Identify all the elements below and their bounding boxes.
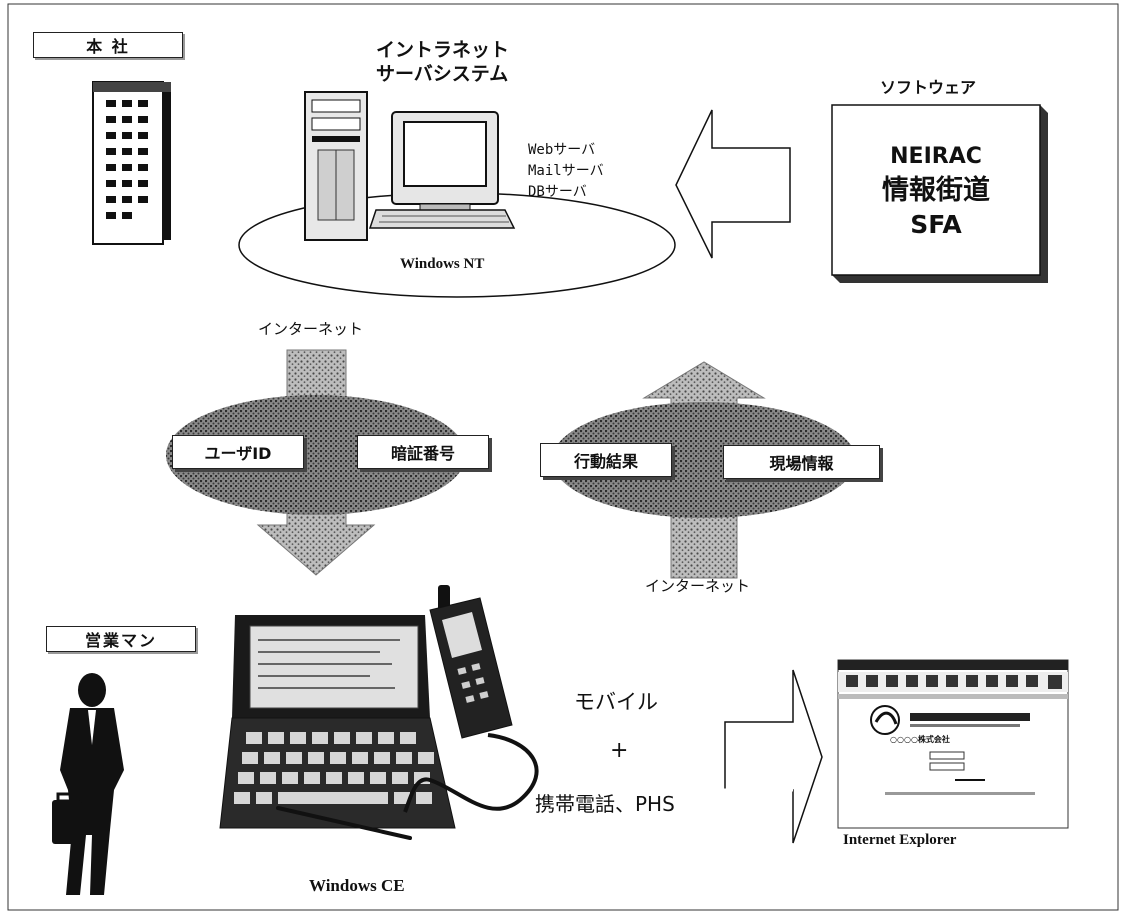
pin-tag: 暗証番号 <box>357 435 489 469</box>
server-tower-icon <box>304 91 368 241</box>
mobile-line2: 携帯電話、PHS <box>535 792 675 816</box>
server-role-db: DBサーバ <box>528 184 587 200</box>
building-icon <box>92 81 171 245</box>
plus-sign: + <box>610 738 629 763</box>
server-title-line2: サーバシステム <box>376 63 509 85</box>
sales-label-text: 営業マン <box>84 631 157 650</box>
hq-label-text: 本 社 <box>86 37 130 56</box>
pin-tag-text: 暗証番号 <box>390 444 455 463</box>
user-id-tag-text: ユーザID <box>204 444 272 463</box>
server-roles: Webサーバ Mailサーバ DBサーバ <box>528 140 604 203</box>
server-role-web: Webサーバ <box>528 142 596 158</box>
handheld-pc-icon <box>219 615 456 829</box>
down-flow-network-label: インターネット <box>258 320 364 338</box>
server-os-label: Windows NT <box>400 256 485 272</box>
stylus-icon <box>276 806 412 840</box>
user-id-tag: ユーザID <box>172 435 304 469</box>
down-flow-cloud <box>166 395 466 515</box>
outer-frame <box>7 3 1119 911</box>
browser-label: Internet Explorer <box>843 832 957 848</box>
hq-label: 本 社 <box>33 32 183 58</box>
server-role-mail: Mailサーバ <box>528 163 604 179</box>
browser-window <box>837 659 1069 829</box>
site-info-tag: 現場情報 <box>723 445 880 479</box>
mobile-line1: モバイル <box>574 690 658 714</box>
software-line1: NEIRAC <box>890 144 982 169</box>
browser-company-line: ○○○○株式会社 <box>890 735 950 744</box>
up-flow-network-label: インターネット <box>645 577 751 595</box>
monitor-icon <box>391 111 499 213</box>
action-result-tag: 行動結果 <box>540 443 672 477</box>
keyboard-icon <box>368 209 516 229</box>
server-title-line1: イントラネット <box>376 39 510 61</box>
software-box-text: NEIRAC 情報街道 SFA <box>832 140 1040 242</box>
site-info-tag-text: 現場情報 <box>769 454 834 473</box>
connection-cable <box>403 733 539 813</box>
device-os-label: Windows CE <box>309 876 405 895</box>
sales-label: 営業マン <box>46 626 196 652</box>
salesman-silhouette-icon <box>52 673 124 895</box>
server-title: イントラネット サーバシステム <box>376 38 509 86</box>
software-box <box>831 104 1048 283</box>
mobile-to-browser-arrow <box>724 669 823 844</box>
action-result-tag-text: 行動結果 <box>573 452 638 471</box>
software-to-server-arrow <box>675 109 791 259</box>
software-line2: 情報街道 <box>882 175 990 206</box>
up-flow-cloud <box>552 402 856 518</box>
software-line3: SFA <box>910 210 962 239</box>
software-heading: ソフトウェア <box>880 78 977 97</box>
mobile-phone-icon <box>429 585 513 739</box>
